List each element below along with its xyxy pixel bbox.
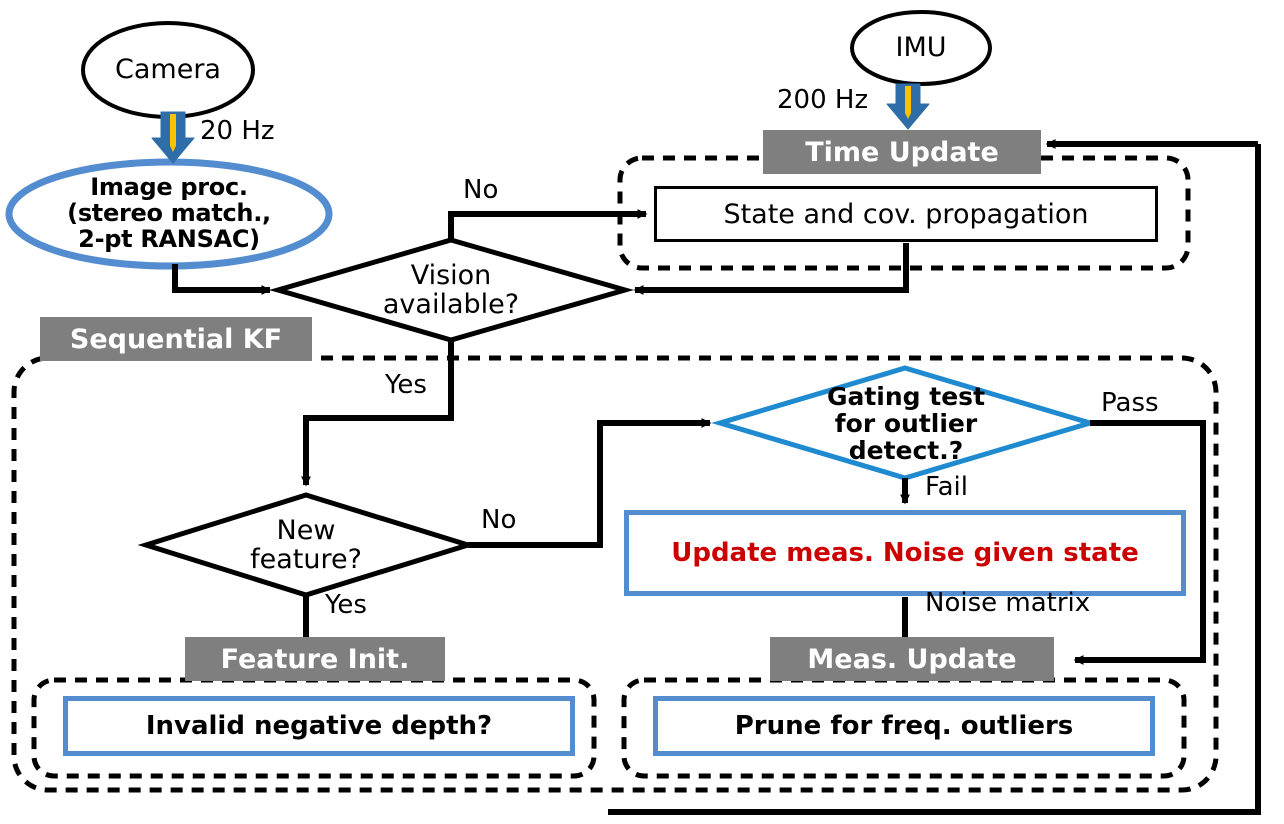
imu-ellipse-label: IMU	[895, 32, 947, 64]
camera-ellipse-label: Camera	[115, 54, 221, 86]
edge-label-newfeature-yes: Yes	[325, 590, 367, 620]
rate-label-20hz: 20 Hz	[200, 116, 275, 146]
outer-feedback-wire	[608, 144, 1261, 815]
sequential-kf-banner: Sequential KF	[40, 317, 312, 361]
wire-vision-no-to-propagation	[448, 209, 648, 240]
edge-label-vision-no: No	[463, 175, 499, 205]
new-feature-label: New feature?	[250, 514, 362, 575]
wire-gating-pass-to-measupdate	[1073, 420, 1206, 665]
wire-imageproc-to-vision	[172, 264, 272, 295]
edge-label-gating-pass: Pass	[1101, 388, 1159, 418]
edge-label-gating-fail: Fail	[925, 472, 968, 502]
wire-newfeature-no-to-gating	[468, 418, 712, 548]
image-proc-ellipse-label: Image proc. (stereo match., 2-pt RANSAC)	[67, 173, 271, 253]
wire-propagation-to-vision	[633, 243, 909, 295]
edge-label-vision-yes: Yes	[385, 370, 427, 400]
wire-vision-yes-to-newfeature	[301, 340, 454, 487]
update-meas-noise-box: Update meas. Noise given state	[624, 510, 1186, 596]
imu-to-timeupdate-block-arrow	[886, 83, 930, 130]
edge-label-newfeature-no: No	[481, 505, 517, 535]
vision-available-label: Vision available?	[382, 259, 520, 320]
prune-freq-outliers-box: Prune for freq. outliers	[653, 696, 1155, 756]
imu-ellipse-shape	[850, 10, 992, 86]
feature-init-banner: Feature Init.	[185, 637, 445, 681]
gating-test-label: Gating test for outlier detect.?	[826, 381, 986, 465]
meas-update-banner: Meas. Update	[770, 637, 1054, 681]
image-proc-ellipse-shape	[5, 158, 333, 270]
rate-label-200hz: 200 Hz	[777, 85, 869, 115]
edge-label-noise-matrix: Noise matrix	[925, 588, 1091, 618]
invalid-negative-depth-box: Invalid negative depth?	[63, 696, 575, 756]
sequential-kf-group-border	[11, 355, 1219, 793]
camera-to-imageproc-block-arrow	[151, 111, 195, 164]
state-cov-propagation-box: State and cov. propagation	[654, 186, 1158, 242]
time-update-banner: Time Update	[763, 130, 1041, 174]
